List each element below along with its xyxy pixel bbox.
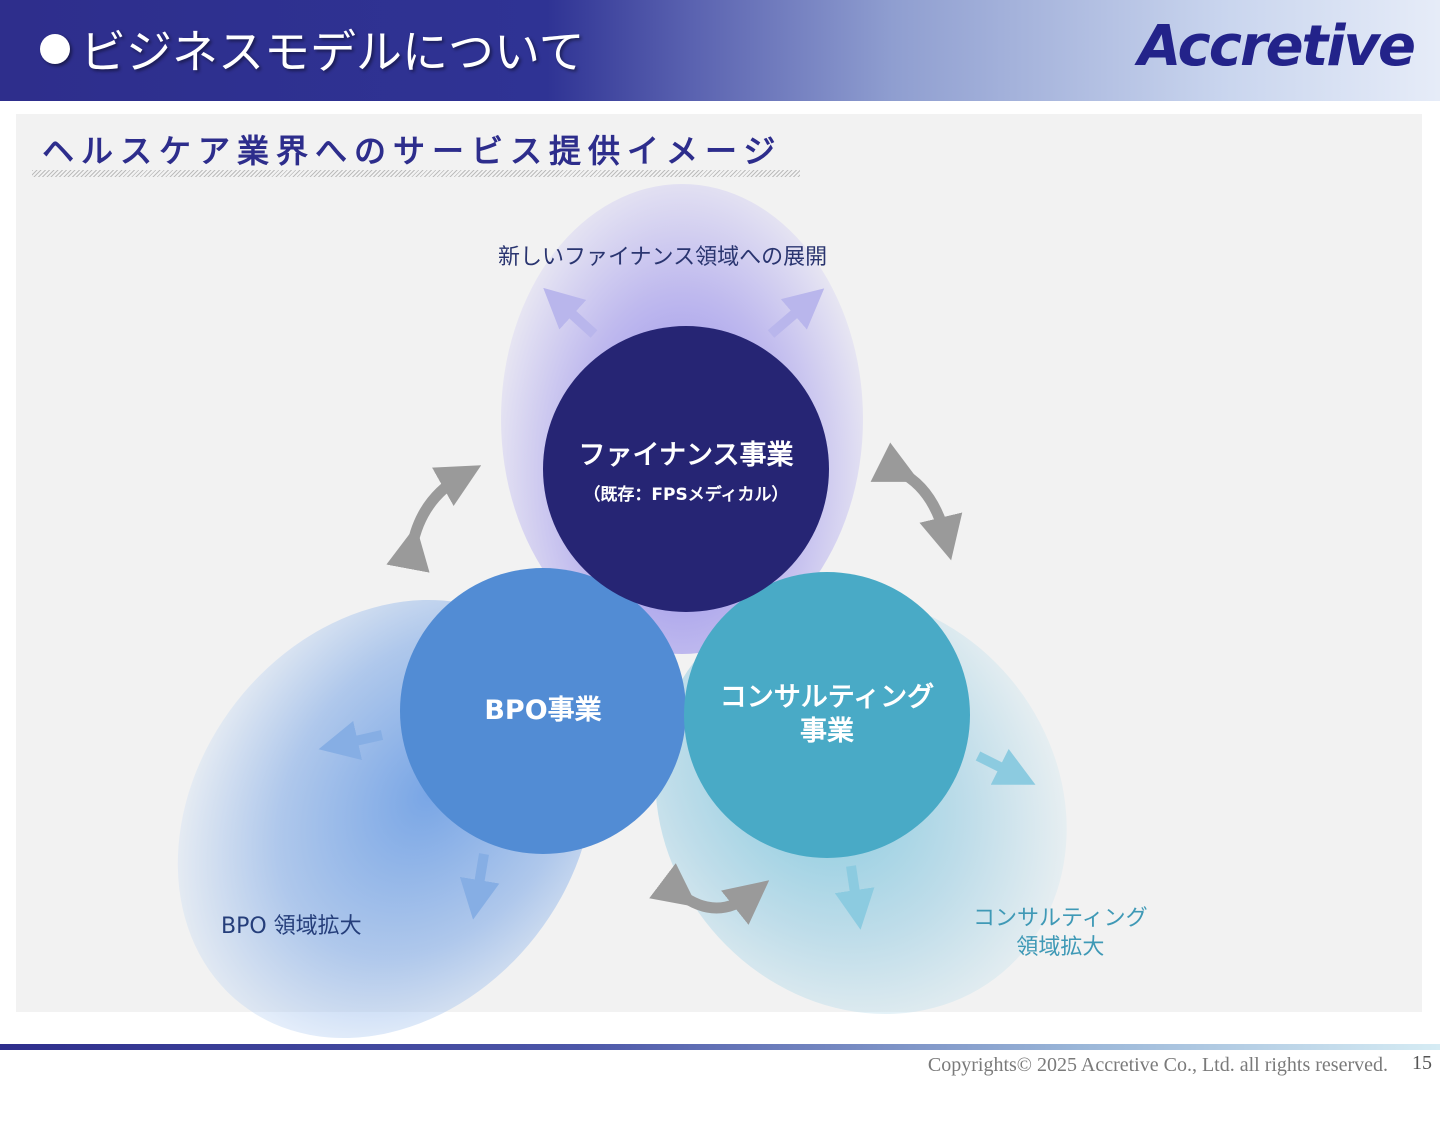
company-logo: Accretive <box>1137 14 1416 79</box>
footer-bar <box>0 1044 1440 1050</box>
finance-expand-arrow-left <box>543 287 598 338</box>
content-panel: ヘルスケア業界へのサービス提供イメージ ファイナンス事業 （既存：FPSメディカ… <box>16 114 1422 1121</box>
bpo-business-label: BPO事業 <box>484 695 602 726</box>
sync-arrow-finance-consulting <box>870 442 963 561</box>
finance-business-note: （既存：FPSメディカル） <box>583 485 789 505</box>
finance-business-circle: ファイナンス事業 （既存：FPSメディカル） <box>543 326 829 612</box>
consulting-business-circle: コンサルティング 事業 <box>684 572 970 858</box>
consulting-expand-arrow-down <box>834 865 875 930</box>
sync-arrow-bpo-consulting <box>649 863 770 925</box>
consulting-expansion-label-2: 領域拡大 <box>1016 935 1105 960</box>
finance-expand-arrow-right <box>767 288 825 338</box>
consulting-expansion-label: コンサルティング 領域拡大 <box>973 904 1148 962</box>
sync-arrow-finance-bpo <box>386 465 482 573</box>
consulting-expand-arrow-right <box>975 748 1036 785</box>
section-subtitle: ヘルスケア業界へのサービス提供イメージ <box>42 132 783 170</box>
arrows-layer <box>318 287 1036 930</box>
page-number: 15 <box>1412 1052 1432 1074</box>
consulting-business-label-1: コンサルティング <box>719 682 935 713</box>
consulting-expansion-label-1: コンサルティング <box>973 906 1148 931</box>
copyright-text: Copyrights© 2025 Accretive Co., Ltd. all… <box>927 1054 1388 1076</box>
slide-title: ビジネスモデルについて <box>40 18 585 80</box>
bpo-expand-arrow-down <box>459 853 500 920</box>
bullet-icon <box>40 34 70 64</box>
subtitle-underline <box>32 170 800 177</box>
bpo-business-circle: BPO事業 <box>400 568 686 854</box>
header-banner: ビジネスモデルについて Accretive <box>0 0 1440 101</box>
bpo-expand-arrow-left <box>318 720 384 760</box>
consulting-business-label-2: 事業 <box>800 716 854 747</box>
finance-expansion-label: 新しいファイナンス領域への展開 <box>498 245 828 270</box>
slide-title-text: ビジネスモデルについて <box>80 25 585 79</box>
bpo-expansion-label: BPO 領域拡大 <box>221 914 362 939</box>
finance-business-label: ファイナンス事業 <box>578 440 794 471</box>
